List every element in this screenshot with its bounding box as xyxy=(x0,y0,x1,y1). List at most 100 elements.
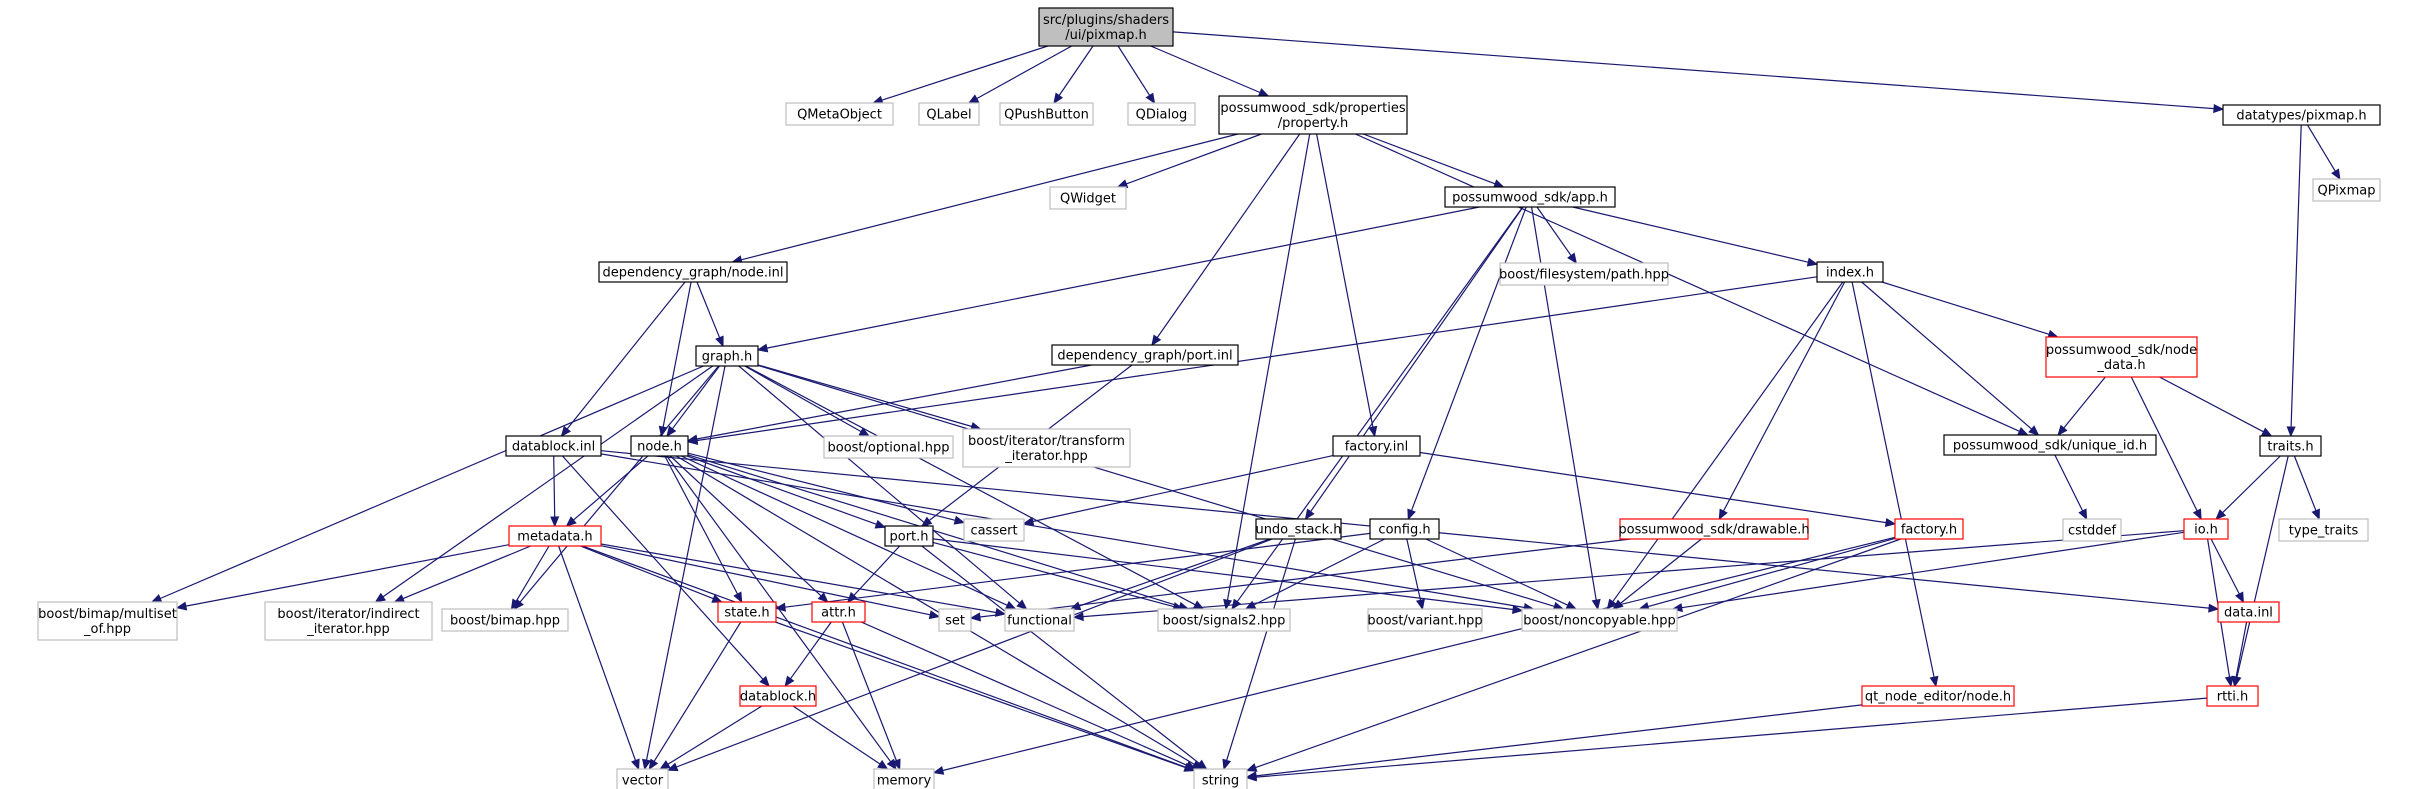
node-qmetaobject: QMetaObject xyxy=(785,102,894,126)
node-label: metadata.h xyxy=(517,530,592,545)
edge-line xyxy=(553,455,556,518)
node-label: boost/optional.hpp xyxy=(828,441,950,456)
edge-property_h-to-factory_inl xyxy=(1316,133,1378,438)
node-metadata_h[interactable]: metadata.h xyxy=(508,525,602,547)
node-label: /property.h xyxy=(1278,116,1349,131)
node-app_h[interactable]: possumwood_sdk/app.h xyxy=(1444,186,1616,208)
node-property_h[interactable]: possumwood_sdk/properties/property.h xyxy=(1218,95,1408,135)
node-state_h[interactable]: state.h xyxy=(717,601,777,623)
edge-line xyxy=(1425,538,1569,606)
edge-line xyxy=(558,545,637,761)
node-port_h[interactable]: port.h xyxy=(884,525,934,547)
edge-arrowhead xyxy=(2234,591,2244,604)
node-label: state.h xyxy=(724,606,769,621)
edge-arrowhead xyxy=(1053,92,1064,105)
node-box xyxy=(785,102,894,126)
node-qt_node[interactable]: qt_node_editor/node.h xyxy=(1861,685,2015,707)
edge-arrowhead xyxy=(1591,598,1601,611)
edge-dt_pixmap-to-qpixmap xyxy=(2306,124,2341,181)
edge-arrowhead xyxy=(1884,517,1897,527)
node-datablock_h[interactable]: datablock.h xyxy=(739,685,817,707)
node-box xyxy=(2259,435,2322,457)
node-label: boost/bimap.hpp xyxy=(450,614,560,629)
node-drawable_h[interactable]: possumwood_sdk/drawable.h xyxy=(1618,518,1810,540)
edge-line xyxy=(2235,621,2248,678)
node-dt_pixmap[interactable]: datatypes/pixmap.h xyxy=(2222,104,2381,126)
edge-line xyxy=(1722,281,1846,512)
edge-line xyxy=(2222,455,2281,514)
node-label: string xyxy=(1202,774,1239,789)
edge-arrowhead xyxy=(953,515,966,525)
node-label: boost/variant.hpp xyxy=(1367,614,1482,629)
node-box xyxy=(2062,518,2122,542)
node-qpixmap: QPixmap xyxy=(2312,178,2381,202)
edge-line xyxy=(976,45,1072,100)
node-attr_h[interactable]: attr.h xyxy=(811,601,866,623)
node-label: config.h xyxy=(1378,523,1430,538)
node-string: string xyxy=(1193,768,1248,789)
edge-graph_h-to-multiset xyxy=(150,365,704,603)
edge-line xyxy=(841,621,897,761)
edge-line xyxy=(676,538,1273,768)
edge-line xyxy=(1363,133,1496,185)
node-data_inl[interactable]: data.inl xyxy=(2217,601,2280,623)
node-box xyxy=(2206,685,2259,707)
edge-line xyxy=(1536,206,1572,256)
node-box xyxy=(1051,344,1239,366)
node-box xyxy=(1521,608,1678,632)
edge-graph_h-to-optional xyxy=(744,365,871,437)
node-config_h[interactable]: config.h xyxy=(1369,518,1440,540)
edge-factory_h-to-string xyxy=(1245,538,1902,772)
node-node_inl[interactable]: dependency_graph/node.inl xyxy=(598,261,788,283)
edge-root-to-dt_pixmap xyxy=(1172,31,2225,114)
edge-line xyxy=(1419,451,1887,524)
edge-arrowhead xyxy=(1806,257,1819,267)
edge-line xyxy=(1058,45,1094,96)
node-box xyxy=(1369,518,1440,540)
edge-arrowhead xyxy=(510,598,521,611)
edge-node_h-to-port_h xyxy=(686,455,887,529)
node-unique_id[interactable]: possumwood_sdk/unique_id.h xyxy=(1943,434,2157,456)
node-label: _iterator.hpp xyxy=(1004,449,1088,464)
node-root[interactable]: src/plugins/shaders/ui/pixmap.h xyxy=(1038,7,1174,47)
node-node_data[interactable]: possumwood_sdk/node_data.h xyxy=(2045,336,2198,378)
node-datablock_inl[interactable]: datablock.inl xyxy=(505,435,602,457)
node-variant: boost/variant.hpp xyxy=(1367,608,1483,632)
node-index_h[interactable]: index.h xyxy=(1816,261,1884,283)
edge-arrowhead xyxy=(550,516,560,528)
edge-app_h-to-undo_stack xyxy=(1304,206,1524,521)
node-node_h[interactable]: node.h xyxy=(630,435,689,457)
edge-index_h-to-unique_id xyxy=(1861,281,2040,436)
edge-arrowhead xyxy=(175,601,188,611)
node-factory_inl[interactable]: factory.inl xyxy=(1332,435,1421,457)
node-graph_h[interactable]: graph.h xyxy=(695,345,759,367)
edge-line xyxy=(1612,281,1844,603)
edge-metadata_h-to-string xyxy=(582,545,1196,772)
edge-arrowhead xyxy=(715,335,724,348)
node-io_h[interactable]: io.h xyxy=(2183,518,2229,540)
node-label: src/plugins/shaders xyxy=(1043,13,1169,28)
edge-arrowhead xyxy=(1222,758,1232,771)
edge-line xyxy=(741,133,1239,261)
edge-index_h-to-node_h xyxy=(686,276,1818,445)
node-transform_it: boost/iterator/transform_iterator.hpp xyxy=(962,428,1131,468)
edge-arrowhead xyxy=(1929,675,1939,688)
edge-arrowhead xyxy=(648,758,659,771)
node-label: boost/noncopyable.hpp xyxy=(1523,614,1676,629)
edge-arrowhead xyxy=(877,759,889,770)
node-port_inl[interactable]: dependency_graph/port.inl xyxy=(1051,344,1239,366)
edge-arrowhead xyxy=(774,602,786,612)
edge-arrowhead xyxy=(932,765,945,775)
node-rtti_h[interactable]: rtti.h xyxy=(2206,685,2259,707)
edge-line xyxy=(562,455,764,680)
node-box xyxy=(918,102,980,126)
node-traits_h[interactable]: traits.h xyxy=(2259,435,2322,457)
edge-arrowhead xyxy=(1151,334,1162,347)
node-undo_stack[interactable]: undo_stack.h xyxy=(1255,518,1342,540)
node-multiset: boost/bimap/multiset_of.hpp xyxy=(37,601,178,641)
edge-datablock_inl-to-datablock_h xyxy=(562,455,770,687)
node-factory_h[interactable]: factory.h xyxy=(1894,518,1964,540)
node-vector: vector xyxy=(616,768,669,789)
edge-arrowhead xyxy=(2078,508,2088,521)
edge-line xyxy=(1117,45,1151,96)
